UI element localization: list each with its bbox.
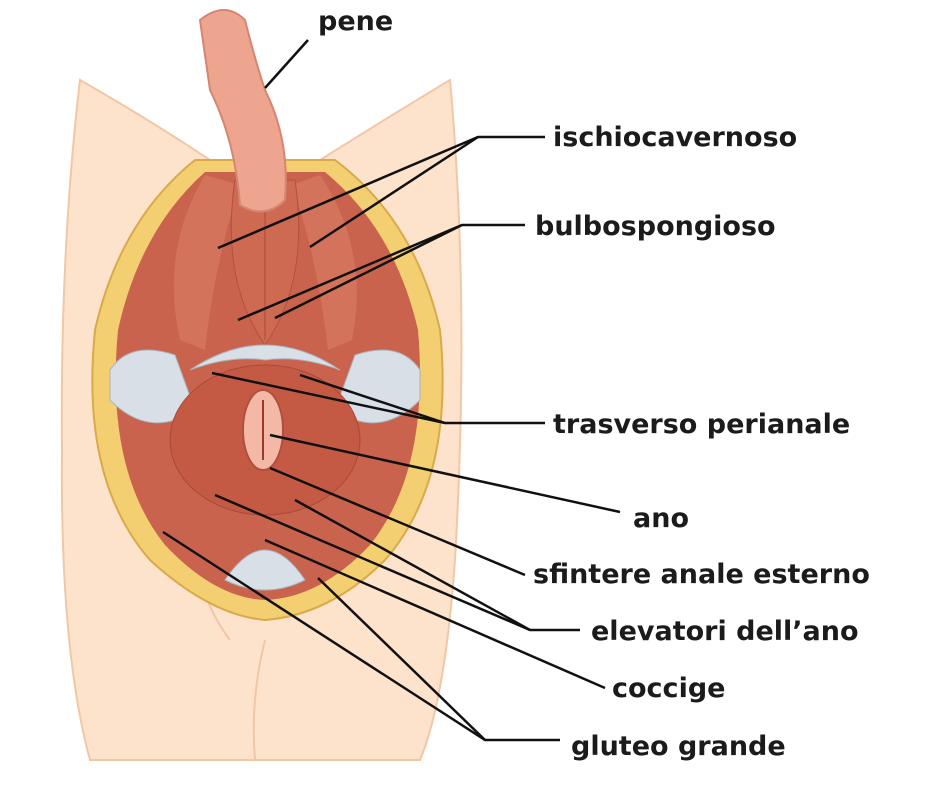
- label-pene: pene: [318, 6, 394, 37]
- label-ischiocavernoso: ischiocavernoso: [553, 122, 798, 153]
- label-elevatori-dell-ano: elevatori dell’ano: [591, 616, 859, 647]
- line-sfintere: [269, 466, 526, 577]
- line-pene: [264, 39, 309, 89]
- label-coccige: coccige: [612, 673, 726, 704]
- label-ano: ano: [633, 503, 689, 534]
- ischiocavernoso-right: [292, 175, 357, 350]
- line-ano: [269, 433, 621, 514]
- membrane-center: [189, 344, 341, 371]
- label-trasverso-perianale: trasverso perianale: [553, 409, 851, 440]
- label-bulbospongioso: bulbospongioso: [535, 211, 776, 242]
- penis: [198, 9, 287, 213]
- label-gluteo-grande: gluteo grande: [571, 731, 786, 762]
- line-coccige: [264, 538, 606, 690]
- label-sfintere-anale-esterno: sfintere anale esterno: [533, 559, 870, 590]
- leader-lines: [162, 39, 621, 742]
- ischiocavernoso-left: [173, 175, 240, 350]
